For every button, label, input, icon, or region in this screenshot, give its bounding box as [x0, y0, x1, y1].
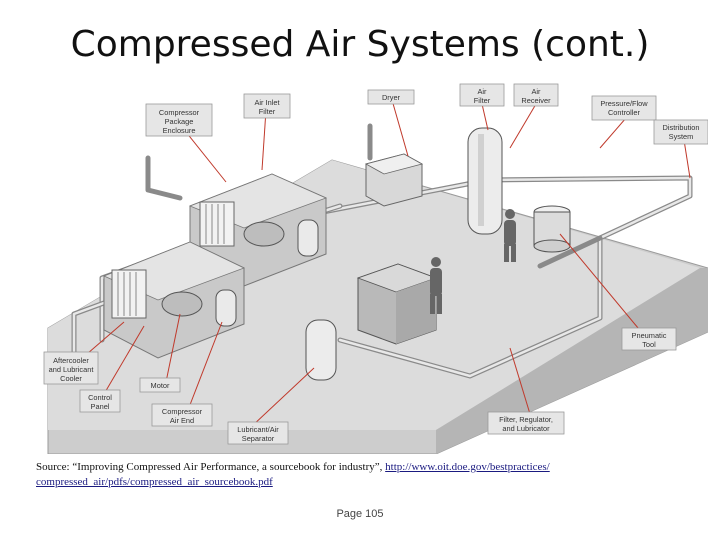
source-citation: Source: “Improving Compressed Air Perfor…	[36, 460, 696, 490]
source-prefix: Source: “Improving Compressed Air Perfor…	[36, 461, 386, 473]
svg-text:and Lubricator: and Lubricator	[502, 424, 550, 433]
svg-text:Pneumatic: Pneumatic	[632, 331, 667, 340]
label-compressor-package-enclosure: Compressor Package Enclosure	[145, 103, 213, 137]
svg-text:Receiver: Receiver	[521, 96, 551, 105]
storage-tank	[533, 205, 571, 253]
label-aftercooler: Aftercooler and Lubricant Cooler	[43, 351, 99, 385]
svg-text:Aftercooler: Aftercooler	[53, 356, 89, 365]
svg-text:Filter: Filter	[474, 96, 491, 105]
label-distribution-system: Distribution System	[653, 119, 708, 145]
work-box	[356, 263, 438, 345]
svg-text:Compressor: Compressor	[162, 407, 203, 416]
slide-title: Compressed Air Systems (cont.)	[70, 24, 650, 65]
label-air-receiver: Air Receiver	[513, 83, 559, 107]
label-pneumatic-tool: Pneumatic Tool	[621, 327, 677, 351]
svg-text:Motor: Motor	[151, 381, 170, 390]
label-lubricant-air-separator: Lubricant/Air Separator	[227, 421, 289, 445]
compressed-air-system-diagram: Compressor Package Enclosure Air Inlet F…	[40, 78, 708, 454]
air-receiver-tank	[467, 127, 503, 235]
svg-text:Distribution: Distribution	[663, 123, 700, 132]
source-link-line1[interactable]: http://www.oit.doe.gov/bestpractices/	[385, 461, 550, 473]
page-number: Page 105	[336, 508, 384, 520]
lower-receiver-tank	[305, 319, 337, 381]
svg-text:Dryer: Dryer	[382, 93, 401, 102]
svg-text:Control: Control	[88, 393, 112, 402]
svg-text:Air: Air	[477, 87, 487, 96]
svg-text:Tool: Tool	[642, 340, 656, 349]
label-compressor-air-end: Compressor Air End	[151, 403, 213, 427]
svg-text:Lubricant/Air: Lubricant/Air	[237, 425, 279, 434]
svg-text:Compressor: Compressor	[159, 108, 200, 117]
svg-text:Separator: Separator	[242, 434, 275, 443]
svg-text:Package: Package	[165, 117, 194, 126]
svg-text:Filter, Regulator,: Filter, Regulator,	[499, 415, 553, 424]
label-control-panel: Control Panel	[79, 389, 121, 413]
svg-text:Pressure/Flow: Pressure/Flow	[600, 99, 648, 108]
svg-text:Air: Air	[531, 87, 541, 96]
label-pressure-flow-controller: Pressure/Flow Controller	[591, 95, 657, 121]
source-link-line2[interactable]: compressed_air/pdfs/compressed_air_sourc…	[36, 476, 273, 488]
compressor-package-lower	[102, 241, 246, 359]
operator-figure-1	[430, 257, 442, 314]
svg-text:Air Inlet: Air Inlet	[254, 98, 279, 107]
label-dryer: Dryer	[367, 89, 415, 105]
svg-text:and Lubricant: and Lubricant	[49, 365, 94, 374]
svg-text:Air End: Air End	[170, 416, 194, 425]
label-air-filter: Air Filter	[459, 83, 505, 107]
dryer-unit	[364, 153, 424, 207]
svg-text:System: System	[669, 132, 694, 141]
callout-leaders	[79, 99, 691, 427]
label-filter-regulator-lubricator: Filter, Regulator, and Lubricator	[487, 411, 565, 435]
operator-figure-2	[504, 209, 516, 262]
label-motor: Motor	[139, 377, 181, 393]
label-air-inlet-filter: Air Inlet Filter	[243, 93, 291, 119]
svg-text:Cooler: Cooler	[60, 374, 82, 383]
svg-text:Panel: Panel	[91, 402, 110, 411]
svg-text:Enclosure: Enclosure	[163, 126, 196, 135]
svg-text:Controller: Controller	[608, 108, 641, 117]
svg-text:Filter: Filter	[259, 107, 276, 116]
